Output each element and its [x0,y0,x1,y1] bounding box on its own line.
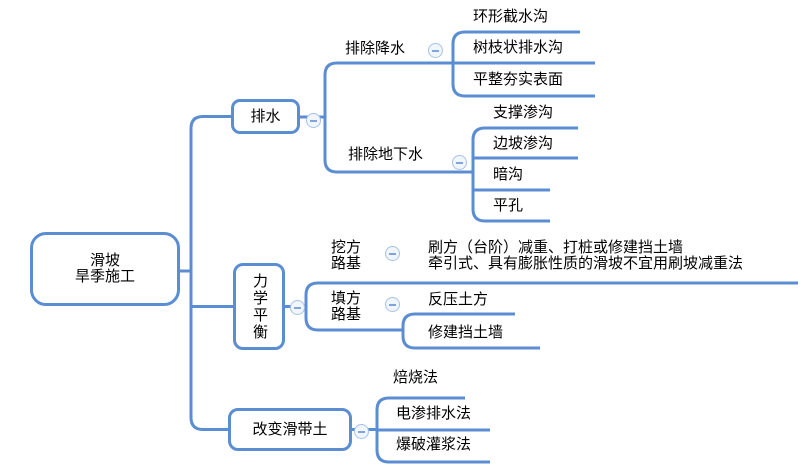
connector-fill-subgrade-children [401,312,540,350]
collapse-icon-remove-groundwater[interactable] [452,155,467,170]
connector-groundwater-children [471,126,578,223]
topic-fill-subgrade[interactable]: 填方 路基 [331,290,362,323]
collapse-icon-mechanical-balance[interactable] [290,300,305,315]
topic-support-seepage-ditch[interactable]: 支撑渗沟 [493,104,554,121]
topic-cut-subgrade[interactable]: 挖方 路基 [331,239,362,272]
minus-icon [432,49,439,52]
topic-branch-drain-ditch[interactable]: 树枝状排水沟 [473,39,564,56]
branch-mechanical-balance[interactable]: 力学平衡 [233,263,285,350]
branch-drainage[interactable]: 排水 [231,99,300,134]
topic-slope-seepage-ditch[interactable]: 边坡渗沟 [493,135,554,152]
branch-change-slip-soil-label: 改变滑带土 [252,420,328,438]
root-topic-label: 滑坡 旱季施工 [74,252,135,285]
collapse-icon-cut-subgrade[interactable] [385,246,400,261]
connector-main-trunk [189,115,231,431]
topic-level-compact-surface[interactable]: 平整夯实表面 [473,71,564,88]
collapse-icon-drainage[interactable] [306,113,321,128]
connector-mechanical-spine [304,281,798,332]
topic-counter-pressure-fill[interactable]: 反压土方 [428,291,489,308]
topic-blind-ditch[interactable]: 暗沟 [493,166,524,183]
topic-horizontal-hole[interactable]: 平孔 [493,197,524,214]
topic-build-retaining-wall[interactable]: 修建挡土墙 [428,324,504,341]
topic-roasting-method[interactable]: 焙烧法 [393,369,439,386]
topic-ring-intercepting-ditch[interactable]: 环形截水沟 [473,8,549,25]
collapse-icon-remove-rainfall[interactable] [428,43,443,58]
connector-drainage-spine [323,61,473,174]
collapse-icon-change-slip-soil[interactable] [354,424,369,439]
minus-icon [358,430,365,433]
collapse-icon-fill-subgrade[interactable] [385,297,400,312]
topic-cut-subgrade-note[interactable]: 刷方（台阶）减重、打桩或修建挡土墙 牵引式、具有膨胀性质的滑坡不宜用刷坡减重法 [428,239,744,272]
branch-mechanical-balance-label: 力学平衡 [251,272,268,341]
minus-icon [389,252,396,255]
branch-change-slip-soil[interactable]: 改变滑带土 [228,408,352,451]
root-topic[interactable]: 滑坡 旱季施工 [30,232,180,306]
minus-icon [310,119,317,122]
minus-icon [294,306,301,309]
minus-icon [456,161,463,164]
topic-remove-groundwater[interactable]: 排除地下水 [348,146,424,163]
topic-blasting-grouting-method[interactable]: 爆破灌浆法 [396,436,472,453]
minus-icon [389,303,396,306]
topic-electroosmosis-drainage-method[interactable]: 电渗排水法 [396,405,472,422]
branch-drainage-label: 排水 [250,107,281,125]
topic-remove-rainfall[interactable]: 排除降水 [345,40,406,57]
